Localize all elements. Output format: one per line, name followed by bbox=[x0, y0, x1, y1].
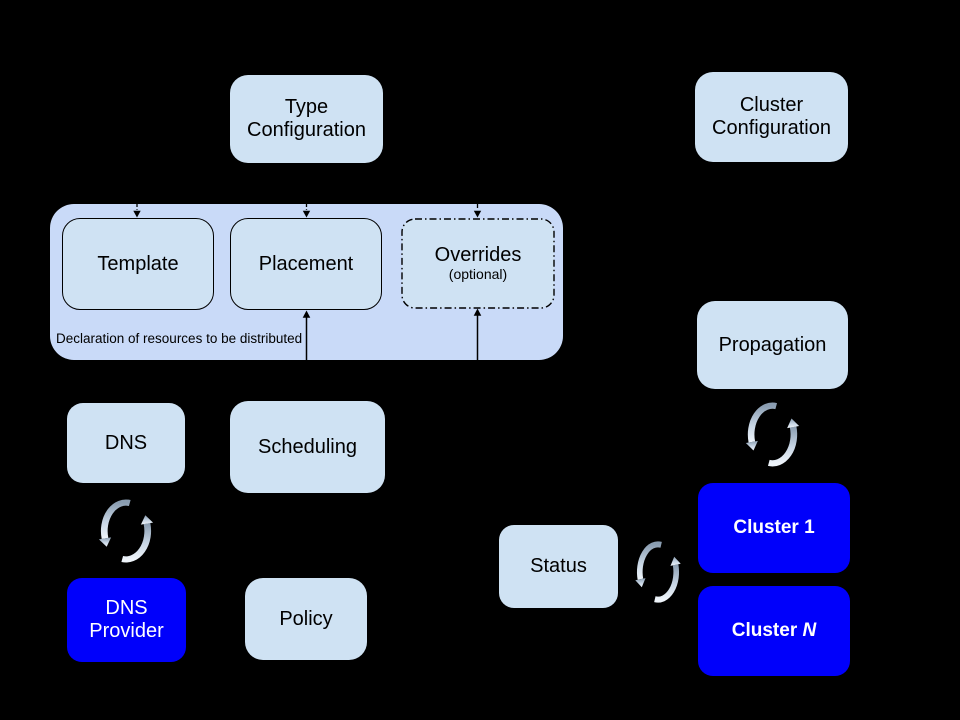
cluster-n-box: Cluster N bbox=[698, 586, 850, 676]
scheduling-box: Scheduling bbox=[230, 401, 385, 493]
type-configuration-box: Type Configuration bbox=[230, 75, 383, 163]
overrides-dashdot-border bbox=[401, 218, 555, 309]
template-box: Template bbox=[62, 218, 214, 310]
overrides-box: Overrides (optional) bbox=[401, 218, 555, 309]
overrides-label: Overrides (optional) bbox=[435, 221, 522, 305]
sync-icon bbox=[742, 398, 803, 471]
policy-label: Policy bbox=[279, 607, 333, 630]
sync-icon bbox=[95, 495, 157, 567]
dns-provider-label: DNS Provider bbox=[89, 597, 164, 642]
placement-label: Placement bbox=[258, 252, 354, 275]
dns-provider-box: DNS Provider bbox=[67, 578, 186, 662]
cluster-1-label: Cluster 1 bbox=[733, 517, 815, 539]
overrides-optional-label: (optional) bbox=[448, 266, 508, 283]
cluster-n-italic-n: N bbox=[802, 620, 817, 642]
overrides-title: Overrides bbox=[434, 244, 522, 267]
dns-label: DNS bbox=[104, 431, 148, 454]
type-configuration-label: Type Configuration bbox=[247, 96, 366, 141]
dns-box: DNS bbox=[67, 403, 185, 483]
status-box: Status bbox=[499, 525, 618, 608]
cluster-configuration-label: Cluster Configuration bbox=[712, 94, 831, 139]
template-label: Template bbox=[97, 252, 179, 275]
status-label: Status bbox=[530, 555, 587, 577]
policy-box: Policy bbox=[245, 578, 367, 660]
propagation-box: Propagation bbox=[697, 301, 848, 389]
scheduling-label: Scheduling bbox=[258, 435, 357, 458]
placement-box: Placement bbox=[230, 218, 382, 310]
group-caption: Declaration of resources to be distribut… bbox=[56, 331, 303, 346]
cluster-configuration-box: Cluster Configuration bbox=[695, 72, 848, 162]
cluster-n-label: Cluster N bbox=[732, 620, 816, 642]
cluster-n-prefix: Cluster bbox=[731, 620, 803, 642]
cluster-1-box: Cluster 1 bbox=[698, 483, 850, 573]
propagation-label: Propagation bbox=[718, 333, 827, 356]
sync-icon bbox=[632, 537, 684, 607]
